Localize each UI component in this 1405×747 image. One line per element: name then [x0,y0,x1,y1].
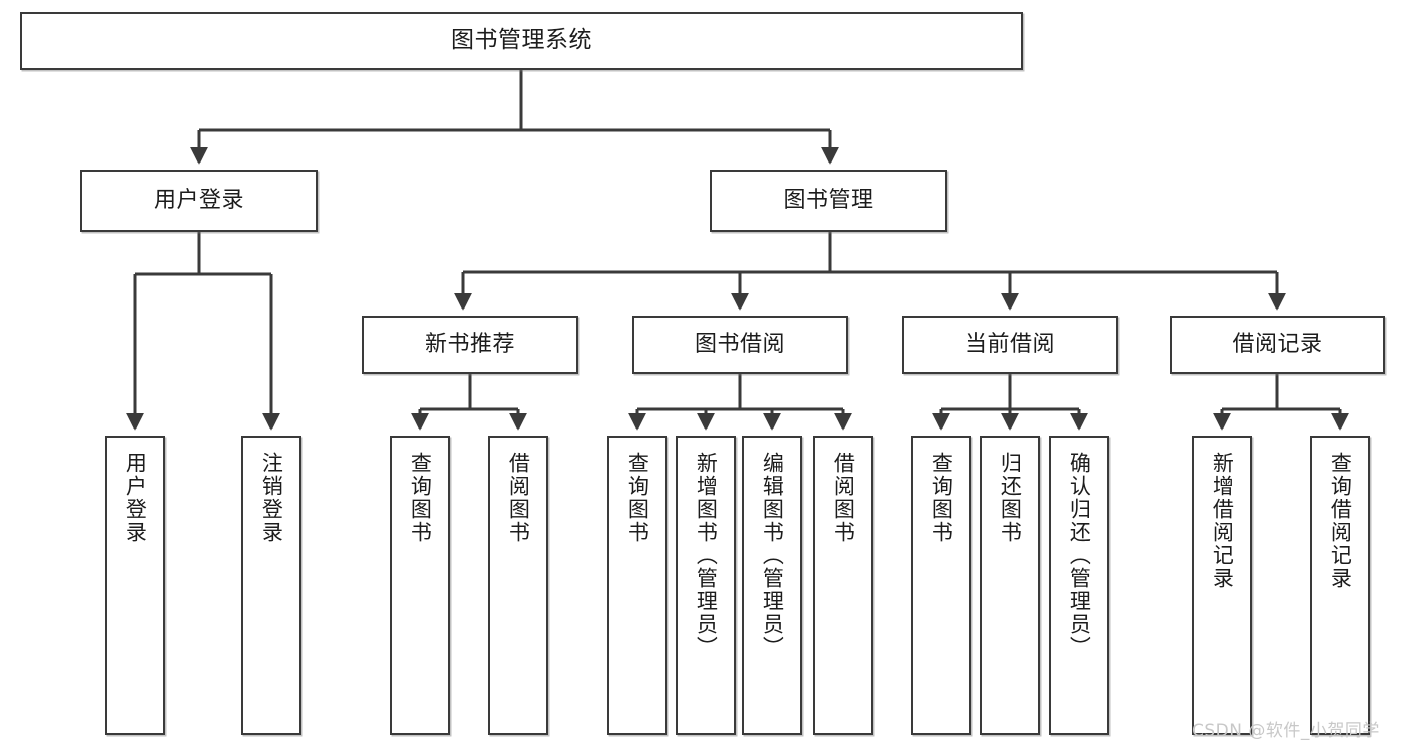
node-borrowing-record[interactable]: 借阅记录 [1170,316,1385,374]
leaf-query-borrow-record[interactable]: 查询借阅记录 [1310,436,1370,735]
leaf-add-borrow-record[interactable]: 新增借阅记录 [1192,436,1252,735]
node-label: 当前借阅 [964,331,1055,357]
node-label: 查询图书 [625,452,650,544]
node-label: 图书管理系统 [451,27,592,54]
leaf-query-book-current[interactable]: 查询图书 [911,436,971,735]
leaf-query-book-borrow[interactable]: 查询图书 [607,436,667,735]
node-root-book-management-system[interactable]: 图书管理系统 [20,12,1023,70]
node-label: 注销登录 [259,452,284,544]
leaf-confirm-return-admin[interactable]: 确认归还（管理员） [1049,436,1109,735]
node-label: 新增借阅记录 [1210,452,1235,590]
node-label: 用户登录 [123,452,148,544]
leaf-query-book-recommend[interactable]: 查询图书 [390,436,450,735]
leaf-user-login[interactable]: 用户登录 [105,436,165,735]
leaf-return-book[interactable]: 归还图书 [980,436,1040,735]
node-label: 借阅记录 [1232,331,1323,357]
node-label: 新书推荐 [424,331,515,357]
leaf-add-book-admin[interactable]: 新增图书（管理员） [676,436,736,735]
node-label: 用户登录 [153,187,244,213]
node-label: 编辑图书（管理员） [760,452,785,659]
node-current-borrowing[interactable]: 当前借阅 [902,316,1118,374]
node-label: 借阅图书 [831,452,856,544]
leaf-logout[interactable]: 注销登录 [241,436,301,735]
node-label: 图书管理 [783,187,874,213]
node-label: 查询借阅记录 [1328,452,1353,590]
node-book-borrowing[interactable]: 图书借阅 [632,316,848,374]
leaf-borrow-book-recommend[interactable]: 借阅图书 [488,436,548,735]
node-book-management[interactable]: 图书管理 [710,170,947,232]
node-label: 查询图书 [929,452,954,544]
node-label: 确认归还（管理员） [1067,452,1092,659]
node-new-book-recommendation[interactable]: 新书推荐 [362,316,578,374]
node-label: 借阅图书 [506,452,531,544]
node-label: 查询图书 [408,452,433,544]
node-label: 新增图书（管理员） [694,452,719,659]
leaf-borrow-book[interactable]: 借阅图书 [813,436,873,735]
node-user-login[interactable]: 用户登录 [80,170,318,232]
node-label: 归还图书 [998,452,1023,544]
csdn-watermark: CSDN @软件_小贺同学 [1192,721,1380,741]
node-label: 图书借阅 [694,331,785,357]
leaf-edit-book-admin[interactable]: 编辑图书（管理员） [742,436,802,735]
